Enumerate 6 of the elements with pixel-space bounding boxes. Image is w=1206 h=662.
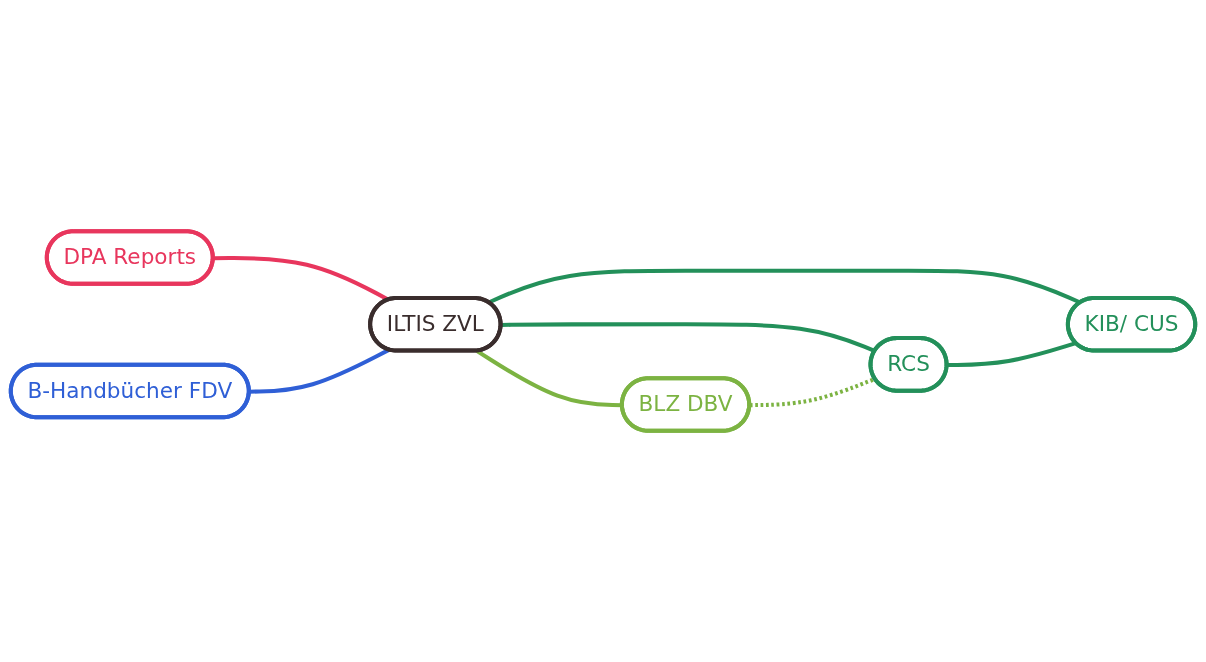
connector [249, 348, 390, 394]
connector [749, 377, 876, 408]
connector [947, 341, 1077, 368]
connector [487, 268, 1082, 305]
connector [476, 349, 623, 408]
connector [501, 322, 876, 354]
